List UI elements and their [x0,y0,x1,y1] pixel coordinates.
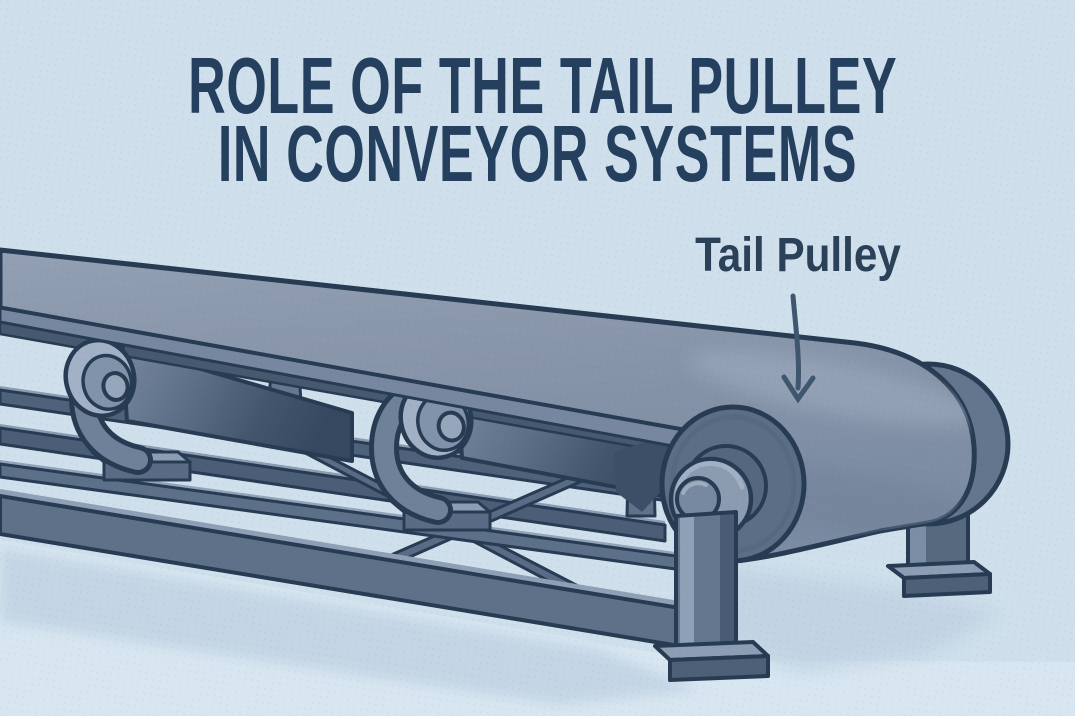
page-title-line-2: IN CONVEYOR SYSTEMS [217,109,858,198]
tail-pulley-label: Tail Pulley [695,229,901,282]
page-title-line-1: ROLE OF THE TAIL PULLEY [188,41,898,130]
callout-arrow-icon [781,293,816,404]
